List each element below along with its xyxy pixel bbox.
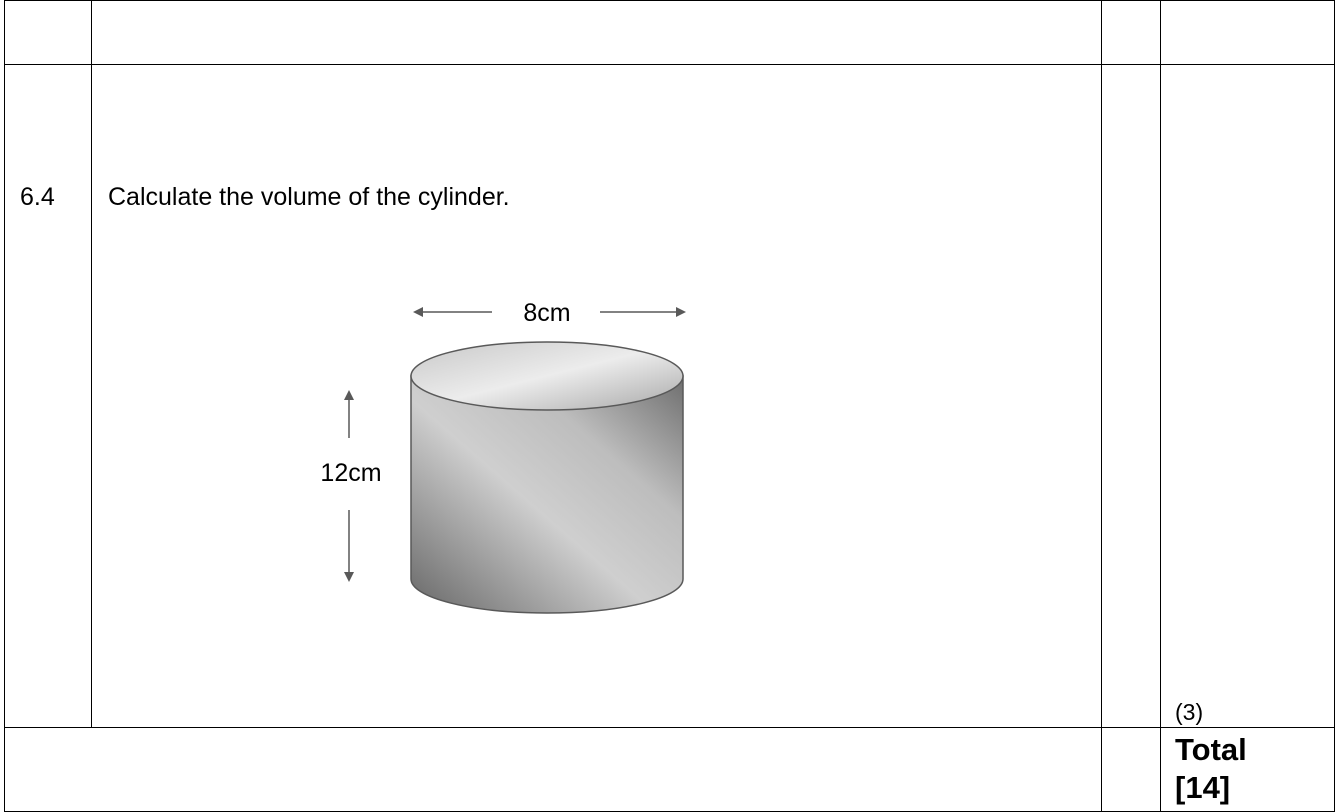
total-value: [14] [1175, 770, 1231, 805]
table-border-right [1334, 0, 1335, 812]
question-text: Calculate the volume of the cylinder. [108, 183, 510, 211]
cylinder-top [410, 341, 684, 411]
table-border-left [4, 0, 5, 812]
table-border-top [4, 0, 1335, 1]
table-border-row2 [4, 727, 1335, 728]
question-marks: (3) [1175, 699, 1204, 725]
height-label: 12cm [320, 459, 381, 487]
question-number: 6.4 [20, 183, 55, 211]
width-label: 8cm [523, 299, 570, 327]
table-border-row1 [4, 64, 1335, 65]
table-divider-content [1101, 0, 1102, 812]
table-divider-marks [1160, 0, 1161, 812]
table-divider-number [91, 0, 92, 728]
cylinder-body [410, 375, 684, 614]
total-label: Total [1175, 732, 1247, 767]
